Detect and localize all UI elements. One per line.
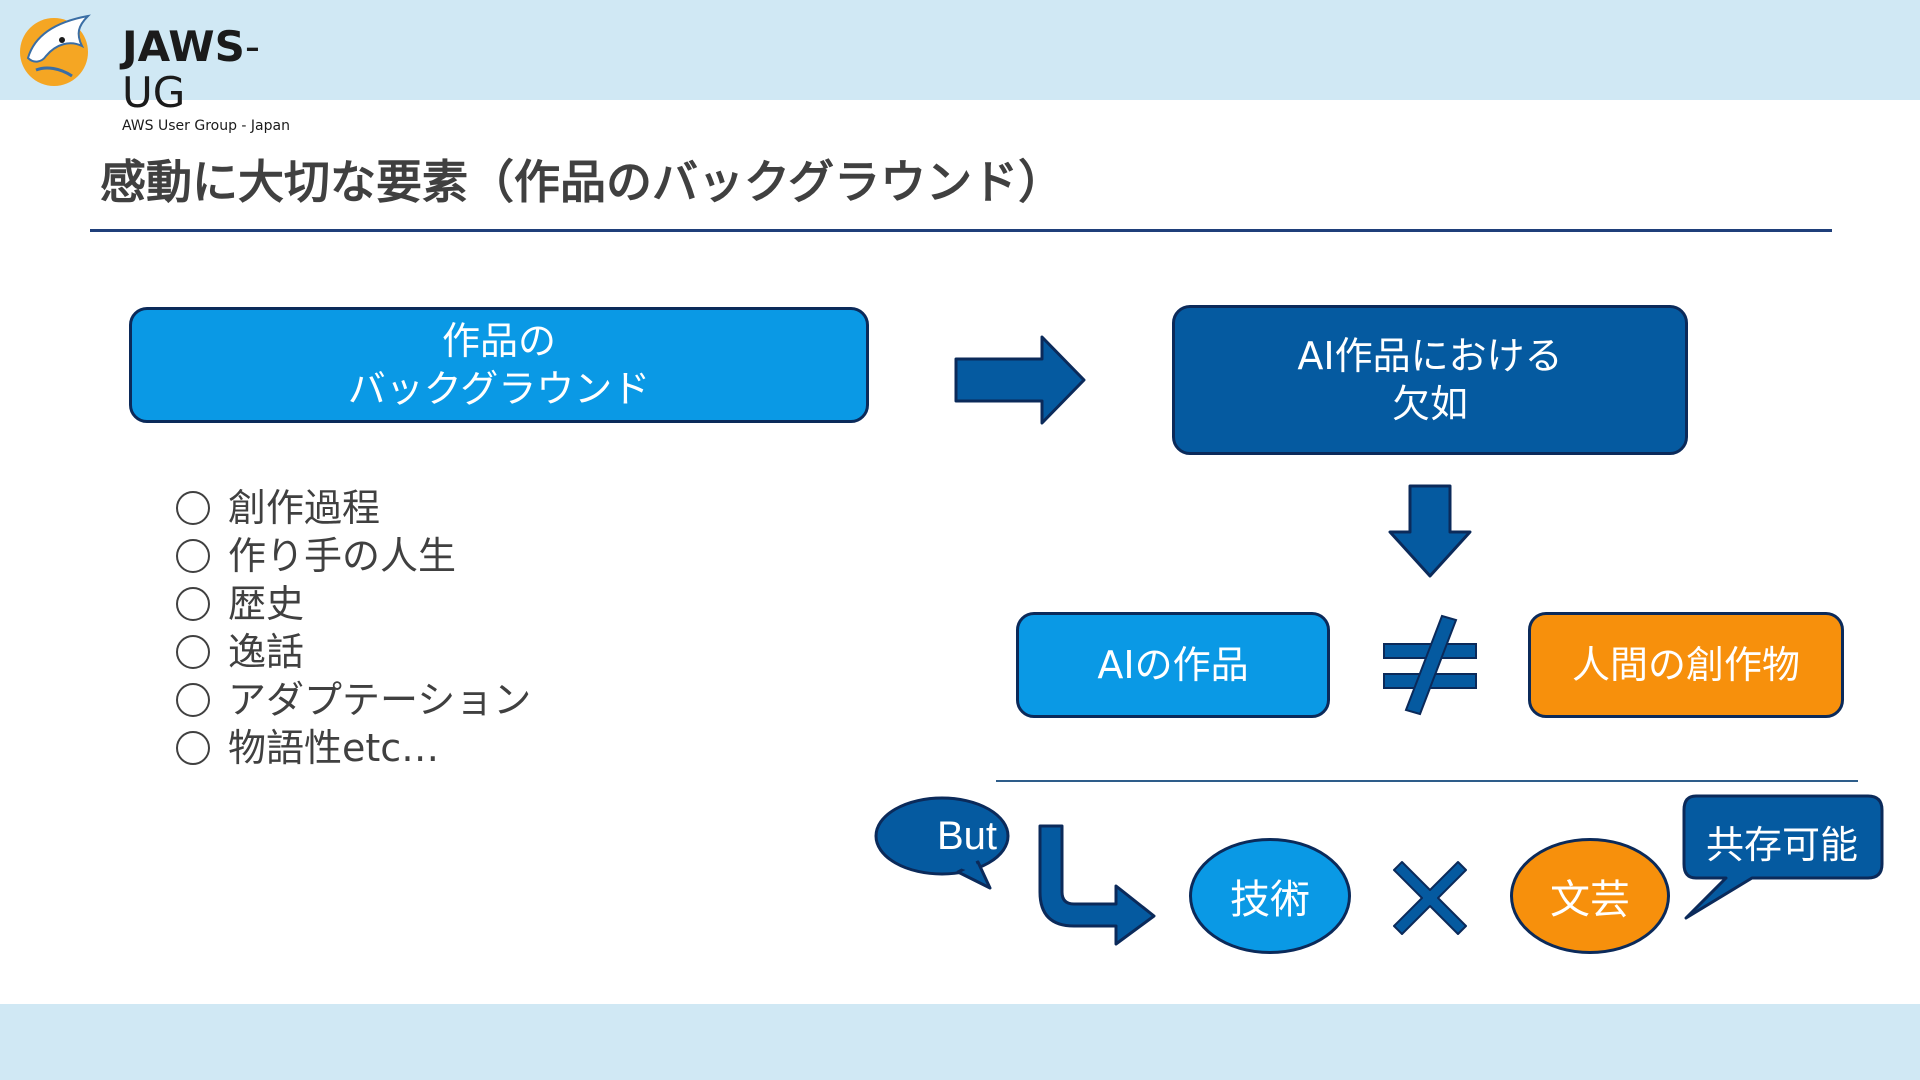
footer-band [0,1004,1920,1080]
technology-ellipse: 技術 [1189,838,1351,954]
but-speech-bubble [874,796,1010,890]
not-equal-icon [1383,614,1477,716]
list-item: 物語性etc… [176,724,531,772]
list-item: 創作過程 [176,484,531,532]
but-label: But [936,814,998,858]
arts-ellipse: 文芸 [1510,838,1670,954]
ai-work-box: AIの作品 [1016,612,1330,718]
circle-bullet-icon [176,539,210,573]
right-arrow-icon [954,335,1086,425]
slide-title: 感動に大切な要素（作品のバックグラウンド） [100,155,1065,209]
logo-main-bold: JAWS [122,22,245,71]
circle-bullet-icon [176,731,210,765]
header-band [0,0,1920,100]
ai-lack-line2: 欠如 [1391,382,1468,426]
list-item: 逸話 [176,628,531,676]
ai-lack-box: AI作品における 欠如 [1172,305,1688,455]
down-arrow-icon [1388,484,1472,578]
turn-right-arrow-icon [1038,824,1156,946]
background-elements-list: 創作過程 作り手の人生 歴史 逸話 アダプテーション 物語性etc… [176,484,531,772]
circle-bullet-icon [176,683,210,717]
jaws-ug-logo: JAWS-UG AWS User Group - Japan [16,10,316,134]
list-item: 歴史 [176,580,531,628]
logo-subtitle: AWS User Group - Japan [122,118,290,134]
circle-bullet-icon [176,491,210,525]
section-divider [996,780,1858,782]
list-item: 作り手の人生 [176,532,531,580]
title-underline [90,229,1832,232]
shark-logo-icon [20,14,91,86]
background-box-line2: バックグラウンド [347,367,651,411]
circle-bullet-icon [176,587,210,621]
logo-main-rest: -UG [122,22,260,117]
coexist-speech-bubble [1682,794,1884,920]
human-work-box: 人間の創作物 [1528,612,1844,718]
times-icon [1393,861,1467,935]
circle-bullet-icon [176,635,210,669]
list-item: アダプテーション [176,676,531,724]
ai-lack-line1: AI作品における [1297,334,1563,378]
coexist-label: 共存可能 [1705,823,1858,867]
background-box: 作品の バックグラウンド [129,307,869,423]
background-box-line1: 作品の [441,319,556,363]
